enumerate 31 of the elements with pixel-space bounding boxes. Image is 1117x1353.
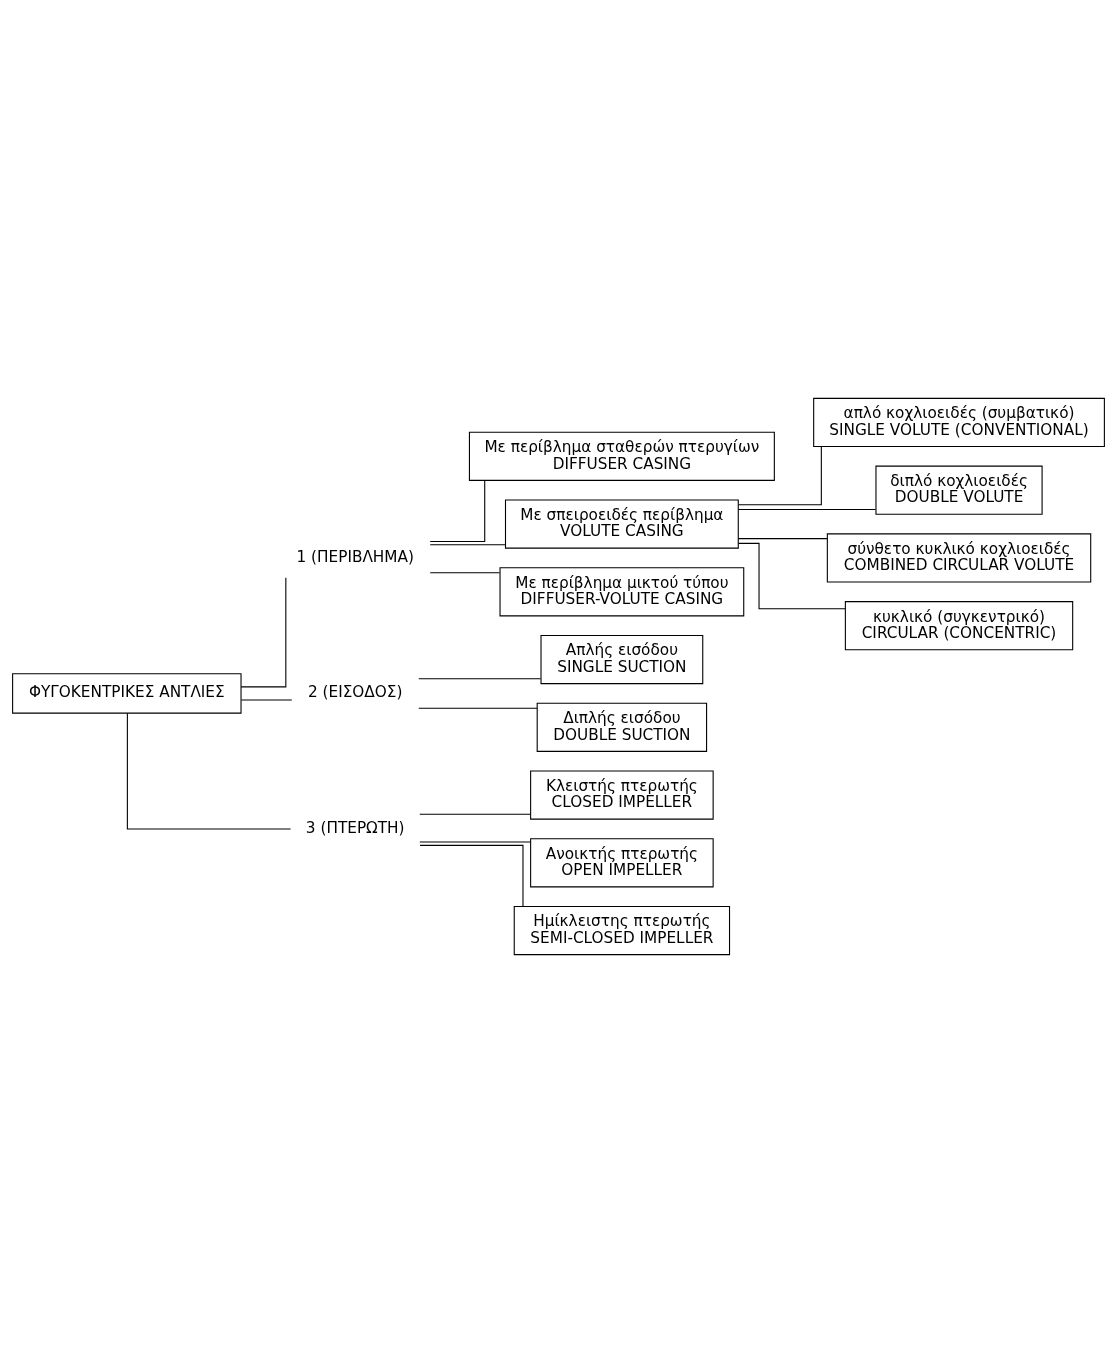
connector xyxy=(429,544,506,546)
connector xyxy=(419,813,531,815)
connector xyxy=(418,707,538,709)
connector xyxy=(429,572,501,574)
node-box: απλό κοχλιοειδές (συμβατικό) SINGLE VOLUTE (CONVENTIONAL) xyxy=(813,397,1105,447)
node-box: Κλειστής πτερωτής CLOSED IMPELLER xyxy=(530,770,714,820)
connector xyxy=(737,542,846,610)
node-box: κυκλικό (συγκεντρικό) CIRCULAR (CONCENTRIC) xyxy=(844,601,1074,651)
connector xyxy=(419,841,531,843)
node-box: Απλής εισόδου SINGLE SUCTION xyxy=(540,634,704,685)
node-box: Ημίκλειστης πτερωτής SEMI-CLOSED IMPELLER xyxy=(513,906,731,956)
connector xyxy=(240,699,293,701)
connector xyxy=(737,446,822,506)
node-box: διπλό κοχλιοειδές DOUBLE VOLUTE xyxy=(875,465,1043,515)
node-text: 3 (ΠΤΕΡΩΤΗ) xyxy=(305,819,405,837)
node-text: 1 (ΠΕΡΙΒΛΗΜΑ) xyxy=(296,547,414,566)
connector xyxy=(429,479,486,543)
node-box: Με περίβλημα μικτού τύπου DIFFUSER-VOLUTE CASING xyxy=(499,567,745,617)
connector xyxy=(419,844,524,907)
node-box: σύνθετο κυκλικό κοχλιοειδές COMBINED CIRCULAR VOLUTE xyxy=(826,533,1092,583)
node-box: Διπλής εισόδου DOUBLE SUCTION xyxy=(536,702,708,752)
connector xyxy=(737,508,877,511)
node-box: Με σπειροειδές περίβλημα VOLUTE CASING xyxy=(504,499,739,549)
connector xyxy=(240,577,287,688)
connector xyxy=(126,712,292,830)
node-text: 2 (ΕΙΣΟΔΟΣ) xyxy=(307,683,403,702)
node-box: Με περίβλημα σταθερών πτερυγίων DIFFUSER CASING xyxy=(468,431,775,481)
connector xyxy=(737,538,828,540)
connector xyxy=(418,678,542,680)
node-box: Ανοικτής πτερωτής OPEN IMPELLER xyxy=(530,838,714,888)
node-box: ΦΥΓΟΚΕΝΤΡΙΚΕΣ ΑΝΤΛΙΕΣ xyxy=(12,673,242,714)
